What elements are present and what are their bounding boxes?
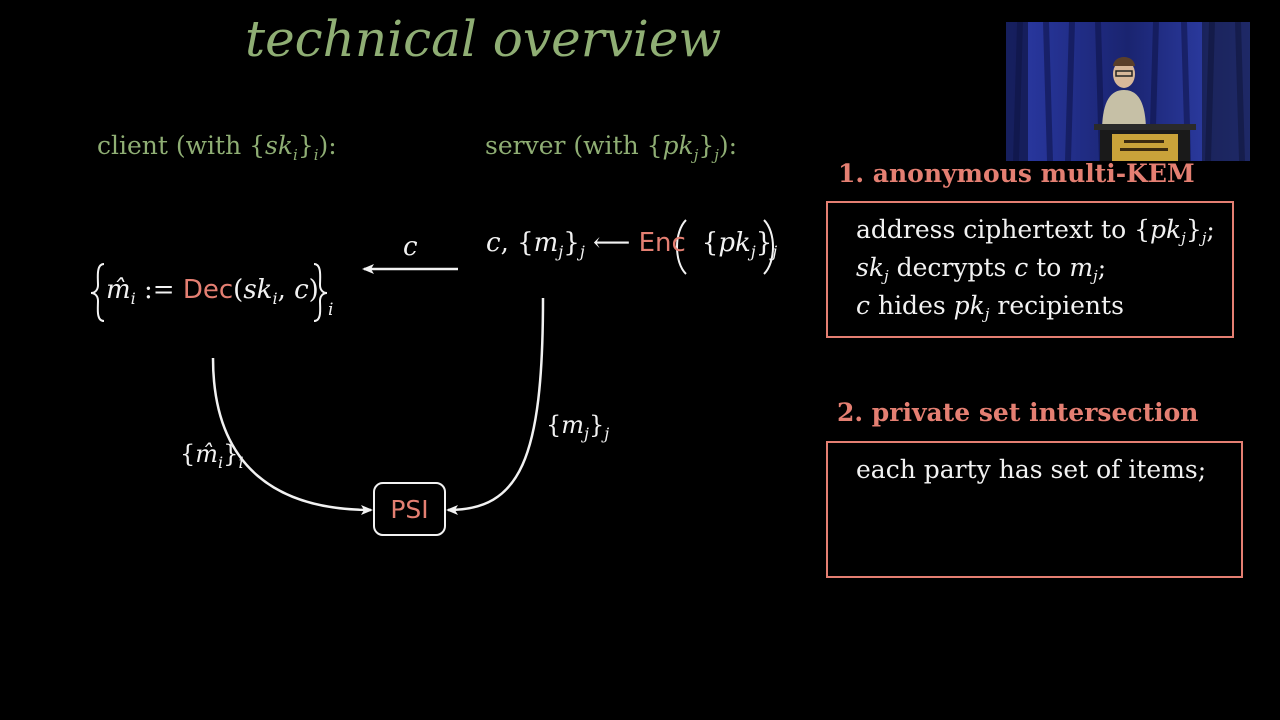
enc-arg-pk-sub: j bbox=[750, 242, 756, 261]
kem-line2-semicolon: ; bbox=[1097, 253, 1107, 282]
dec-comma: , bbox=[277, 275, 295, 305]
dec-arg-c: c bbox=[294, 275, 309, 305]
client-label: client (with {ski}i): bbox=[97, 131, 337, 164]
dec-arg-sk-sub: i bbox=[272, 289, 278, 308]
kem-line1-pk-sub: j bbox=[1181, 229, 1186, 247]
client-decrypt-formula: m̂i := Dec(ski, c) bbox=[106, 275, 319, 308]
server-to-psi-arrow bbox=[446, 297, 545, 515]
kem-line1-outer-sub: j bbox=[1201, 229, 1207, 247]
dec-arg-sk: sk bbox=[243, 275, 273, 305]
enc-output-m-sub: j bbox=[558, 242, 564, 261]
kem-line2-decrypts: decrypts bbox=[888, 253, 1015, 282]
kem-line3-hides: hides bbox=[870, 291, 954, 320]
client-label-prefix: client (with { bbox=[97, 131, 266, 160]
kem-line2-m-sub: j bbox=[1093, 267, 1098, 285]
kem-line3-c: c bbox=[856, 291, 871, 320]
enc-open-paren bbox=[676, 219, 687, 275]
client-set-var: m̂ bbox=[195, 440, 219, 468]
speaker-video bbox=[1006, 22, 1250, 161]
client-set-outer-sub: i bbox=[238, 453, 244, 472]
client-label-close: } bbox=[297, 131, 314, 160]
server-label-close: } bbox=[698, 131, 715, 160]
server-label-prefix: server (with { bbox=[485, 131, 663, 160]
kem-line1-semicolon: ; bbox=[1206, 215, 1215, 244]
client-label-sub: i bbox=[293, 146, 298, 164]
dec-output-var-sub: i bbox=[130, 289, 136, 308]
kem-line1-close: } bbox=[1185, 215, 1202, 244]
section-title-psi: 2. private set intersection bbox=[837, 398, 1199, 427]
client-label-var: sk bbox=[265, 131, 294, 160]
psi-box: each party has set of items; bbox=[826, 441, 1243, 578]
server-label-suffix: ): bbox=[718, 131, 738, 160]
enc-function-name: Enc bbox=[638, 228, 686, 258]
client-to-psi-arrow bbox=[211, 357, 373, 515]
ciphertext-arrow-label: c bbox=[403, 232, 418, 262]
enc-assign-arrow: ⟵ bbox=[584, 228, 639, 258]
server-set-var-sub: j bbox=[584, 424, 590, 443]
dec-output-var: m̂ bbox=[106, 275, 131, 305]
kem-line2-sk: sk bbox=[856, 253, 884, 282]
server-set-var: m bbox=[561, 411, 585, 439]
dec-open-paren: ( bbox=[233, 275, 244, 305]
kem-line2-m: m bbox=[1069, 253, 1094, 282]
dec-function-name: Dec bbox=[182, 275, 234, 305]
enc-arg-pk: pk bbox=[718, 228, 751, 258]
multi-kem-line-1: address ciphertext to {pkj}j; bbox=[856, 215, 1215, 247]
enc-output-m-close: } bbox=[563, 228, 580, 258]
kem-line3-pk: pk bbox=[953, 291, 985, 320]
enc-output-m-outer-sub: j bbox=[579, 242, 585, 261]
enc-output-comma: , { bbox=[500, 228, 534, 258]
multi-kem-line-3: c hides pkj recipients bbox=[856, 291, 1124, 323]
dec-close-paren: ) bbox=[308, 275, 319, 305]
kem-line2-to: to bbox=[1028, 253, 1070, 282]
client-set-label: {m̂i}i bbox=[180, 440, 244, 472]
client-set-var-sub: i bbox=[218, 453, 224, 472]
enc-output-c: c bbox=[486, 228, 501, 258]
server-label-sub: j bbox=[693, 146, 699, 164]
kem-line3-recipients: recipients bbox=[989, 291, 1124, 320]
client-label-suffix: ): bbox=[318, 131, 337, 160]
kem-line3-pk-sub: j bbox=[984, 305, 990, 323]
server-encrypt-formula: c, {mj}j ⟵ Enc{pkj}j bbox=[486, 228, 778, 261]
psi-line-1: each party has set of items; bbox=[856, 455, 1207, 484]
enc-close-paren bbox=[763, 219, 774, 275]
multi-kem-box: address ciphertext to {pkj}j; skj decryp… bbox=[826, 201, 1234, 338]
server-label-var: pk bbox=[662, 131, 694, 160]
psi-node: PSI bbox=[373, 482, 446, 536]
server-set-outer-sub: j bbox=[604, 424, 610, 443]
enc-output-m: m bbox=[533, 228, 559, 258]
kem-line2-sk-sub: j bbox=[883, 267, 889, 285]
dec-assign: := bbox=[135, 275, 183, 305]
kem-line1-pk: pk bbox=[1150, 215, 1182, 244]
enc-arg-pk-outer-sub: j bbox=[772, 242, 778, 261]
left-brace bbox=[90, 263, 105, 322]
server-label: server (with {pkj}j): bbox=[485, 131, 737, 164]
server-label-outer-sub: j bbox=[714, 146, 719, 164]
right-brace bbox=[313, 263, 328, 322]
multi-kem-line-2: skj decrypts c to mj; bbox=[856, 253, 1106, 285]
kem-line2-c: c bbox=[1014, 253, 1029, 282]
slide-title: technical overview bbox=[245, 10, 722, 68]
server-set-label: {mj}j bbox=[546, 411, 610, 443]
speaker-video-image bbox=[1006, 22, 1250, 161]
client-label-outer-sub: i bbox=[313, 146, 319, 164]
kem-line1-text: address ciphertext to { bbox=[856, 215, 1150, 244]
section-title-multi-kem: 1. anonymous multi-KEM bbox=[838, 159, 1195, 188]
client-decrypt-outer-sub: i bbox=[328, 300, 334, 320]
